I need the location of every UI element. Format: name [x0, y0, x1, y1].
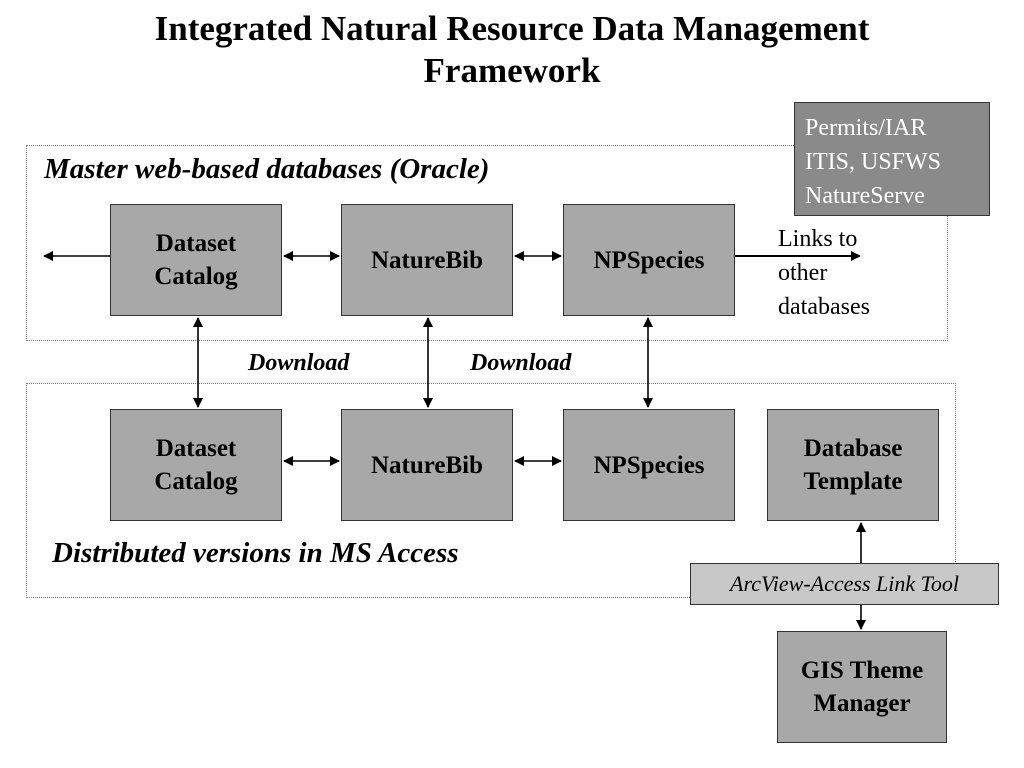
gis-theme-manager-box: GIS Theme Manager	[777, 631, 947, 743]
database-template-line-2: Template	[803, 468, 903, 495]
external-sources-box: Permits/IAR ITIS, USFWS NatureServe	[794, 102, 990, 216]
distributed-versions-label: Distributed versions in MS Access	[52, 537, 459, 569]
master-databases-region	[26, 145, 948, 341]
external-source-permits: Permits/IAR	[805, 115, 927, 141]
external-source-itis: ITIS, USFWS	[805, 149, 942, 175]
master-dataset-catalog-line-1: Dataset	[155, 230, 237, 257]
external-source-natureserve: NatureServe	[805, 183, 925, 209]
master-naturebib-box: NatureBib	[341, 204, 513, 316]
distributed-dataset-catalog-line-2: Catalog	[154, 468, 238, 495]
gis-theme-manager-line-2: Manager	[813, 690, 911, 717]
database-template-box: Database Template	[767, 409, 939, 521]
master-dataset-catalog-box: Dataset Catalog	[110, 204, 282, 316]
links-label-line-2: other	[778, 260, 828, 286]
links-label-line-3: databases	[778, 294, 870, 320]
master-dataset-catalog-line-2: Catalog	[154, 263, 238, 290]
gis-theme-manager-line-1: GIS Theme	[800, 657, 924, 684]
arcview-access-link-tool-label: ArcView-Access Link Tool	[730, 571, 959, 596]
download-label-right: Download	[470, 350, 572, 376]
database-template-line-1: Database	[803, 435, 903, 462]
distributed-naturebib-box: NatureBib	[341, 409, 513, 521]
master-npspecies-box: NPSpecies	[563, 204, 735, 316]
links-label-line-1: Links to	[778, 226, 858, 252]
distributed-npspecies-label: NPSpecies	[593, 451, 705, 479]
download-label-left: Download	[248, 350, 350, 376]
master-databases-label: Master web-based databases (Oracle)	[44, 153, 490, 185]
distributed-dataset-catalog-line-1: Dataset	[155, 435, 237, 462]
distributed-naturebib-label: NatureBib	[370, 451, 484, 479]
diagram-title: Integrated Natural Resource Data Managem…	[0, 8, 1024, 92]
distributed-versions-region	[26, 383, 956, 598]
title-line-1: Integrated Natural Resource Data Managem…	[154, 9, 870, 48]
master-npspecies-label: NPSpecies	[593, 246, 705, 274]
links-to-other-databases-label: Links to other databases	[778, 222, 870, 324]
master-naturebib-label: NatureBib	[370, 246, 484, 274]
title-line-2: Framework	[423, 51, 601, 90]
distributed-dataset-catalog-box: Dataset Catalog	[110, 409, 282, 521]
arcview-access-link-tool-box: ArcView-Access Link Tool	[690, 563, 999, 605]
distributed-npspecies-box: NPSpecies	[563, 409, 735, 521]
